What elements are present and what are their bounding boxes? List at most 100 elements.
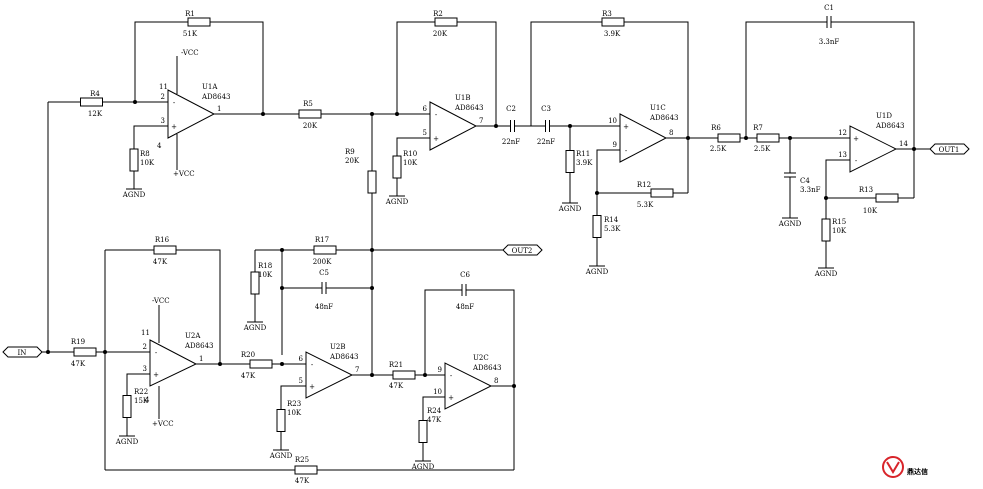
- resistor-label: R6: [711, 124, 721, 132]
- opamp-label: U2A: [185, 332, 201, 340]
- opamp-part: AD8643: [649, 114, 678, 122]
- wire: [530, 21, 594, 126]
- resistor-label: R10: [403, 150, 417, 158]
- wire: [280, 385, 306, 397]
- junction-dot: [370, 373, 374, 377]
- wire: [396, 137, 430, 144]
- resistor-label: R8: [140, 150, 150, 158]
- opamp-input-sign: -: [435, 111, 438, 119]
- pin-number: 3: [143, 365, 147, 373]
- capacitor-label: C5: [319, 269, 329, 277]
- junction-dot: [133, 100, 137, 104]
- logo-icon: [882, 456, 904, 478]
- resistor-value: 10K: [832, 227, 847, 235]
- pin-number: 13: [838, 151, 847, 159]
- wire: [220, 21, 264, 114]
- resistor-r11: [565, 150, 575, 173]
- ground-label: AGND: [243, 324, 267, 332]
- pin-number: 7: [355, 366, 359, 374]
- resistor-value: 5.3K: [604, 225, 621, 233]
- resistor-value: 20K: [345, 157, 360, 165]
- opamp-part: AD8643: [184, 342, 213, 350]
- pin-number: 7: [479, 117, 483, 125]
- capacitor-label: C2: [506, 105, 516, 113]
- opamp-input-sign: -: [855, 157, 858, 165]
- resistor-value: 2.5K: [710, 145, 727, 153]
- pin-number: 2: [161, 93, 165, 101]
- pin-number: 10: [608, 117, 617, 125]
- resistor-r4: [80, 97, 103, 107]
- ground-label: AGND: [558, 205, 582, 213]
- resistor-r16: [153, 245, 177, 255]
- resistor-value: 51K: [183, 30, 198, 38]
- opamp-input-sign: +: [153, 371, 159, 379]
- resistor-r1: [187, 17, 211, 27]
- wire: [424, 289, 456, 375]
- opamp-part: AD8643: [472, 364, 501, 372]
- watermark-text: 鼎达信: [907, 467, 928, 476]
- opamp-label: U1C: [650, 104, 666, 112]
- resistor-r22: [122, 395, 132, 418]
- resistor-label: R24: [427, 407, 442, 415]
- wires: [42, 21, 930, 471]
- resistor-r10: [392, 155, 402, 179]
- resistor-r20: [249, 359, 273, 369]
- opamp-input-sign: -: [625, 147, 628, 155]
- wire: [632, 21, 689, 138]
- capacitor-label: C3: [541, 105, 551, 113]
- opamp-label: U2B: [330, 343, 346, 351]
- opamp-u1b: [429, 101, 478, 151]
- wire: [133, 125, 168, 149]
- capacitor-label: C4: [800, 177, 810, 185]
- junction-dot: [744, 136, 748, 140]
- pin-number: 10: [433, 388, 442, 396]
- wire: [835, 21, 915, 148]
- opamp-u2c: [444, 362, 493, 410]
- resistor-label: R13: [859, 186, 873, 194]
- opamp-part: AD8643: [454, 104, 483, 112]
- junction-dot: [280, 286, 284, 290]
- resistor-value: 47K: [153, 258, 168, 266]
- resistor-value: 10K: [258, 271, 273, 279]
- pin-number: 1: [199, 355, 203, 363]
- opamp-input-sign: -: [155, 349, 158, 357]
- resistor-label: R19: [71, 338, 85, 346]
- opamp-u2b: [305, 351, 354, 399]
- pin-number: 4: [145, 396, 150, 404]
- resistor-value: 10K: [287, 409, 302, 417]
- opamp-input-sign: -: [311, 361, 314, 369]
- port-out2-label: OUT2: [512, 247, 533, 255]
- resistor-label: R22: [134, 388, 148, 396]
- opamp-input-sign: +: [309, 383, 315, 391]
- ground-label: AGND: [778, 220, 802, 228]
- resistor-r21: [392, 370, 416, 380]
- opamp-label: U2C: [473, 354, 489, 362]
- wire: [825, 159, 850, 198]
- resistor-label: R5: [303, 100, 313, 108]
- capacitor-value: 48nF: [456, 303, 474, 311]
- pin-number: 14: [899, 140, 908, 148]
- resistor-value: 10K: [403, 159, 418, 167]
- junction-dot: [370, 286, 374, 290]
- opamp-input-sign: +: [853, 135, 859, 143]
- resistor-r17: [313, 245, 337, 255]
- resistor-label: R17: [315, 236, 329, 244]
- resistor-label: R9: [345, 148, 355, 156]
- resistor-value: 47K: [427, 416, 442, 424]
- pin-number: 11: [159, 83, 168, 91]
- wire: [185, 249, 221, 364]
- resistor-r7: [756, 133, 780, 143]
- opamp-input-sign: -: [450, 372, 453, 380]
- capacitor-value: 3.3nF: [819, 38, 840, 46]
- port-in-label: IN: [18, 349, 27, 357]
- junction-dot: [686, 136, 690, 140]
- resistor-value: 47K: [241, 372, 256, 380]
- opamp-part: AD8643: [875, 122, 904, 130]
- resistor-label: R1: [185, 10, 195, 18]
- resistor-r23: [276, 409, 286, 432]
- resistor-r2: [434, 17, 458, 27]
- opamp-u1c: [619, 113, 668, 163]
- junction-dot: [46, 350, 50, 354]
- components: R412KR151K-+231U1AAD8643-VCC11+VCC4R810K…: [2, 4, 970, 485]
